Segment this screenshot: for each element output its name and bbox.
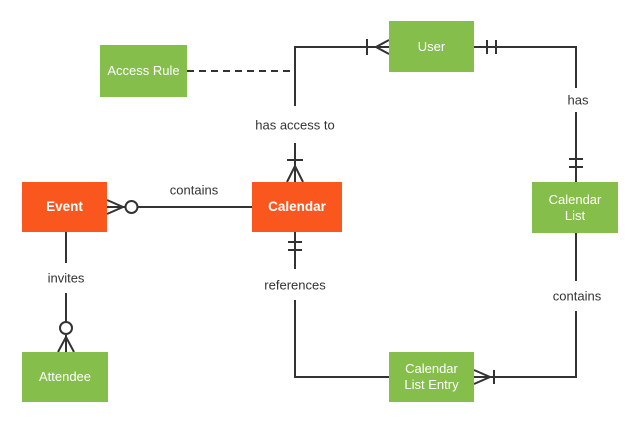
edge-label-invites: invites xyxy=(45,270,87,286)
entity-calendar-list-entry[interactable]: Calendar List Entry xyxy=(389,352,474,402)
entity-attendee[interactable]: Attendee xyxy=(22,352,108,402)
one-and-only-one-bars-at-user xyxy=(486,40,497,54)
zero-circle xyxy=(59,321,73,335)
edge-calendarlist-entry xyxy=(473,233,577,385)
edge-label-contains-list-entry: contains xyxy=(550,288,604,304)
edge-label-has-access-to: has access to xyxy=(253,117,337,133)
entity-access-rule[interactable]: Access Rule xyxy=(100,45,187,97)
entity-event[interactable]: Event xyxy=(22,182,107,232)
crow-foot-at-attendee xyxy=(57,334,75,353)
one-and-only-one-bars-at-list xyxy=(569,158,583,168)
crow-foot-at-user xyxy=(373,39,390,55)
zero-circle xyxy=(124,200,139,214)
edge-user-calendar xyxy=(286,39,390,183)
crow-foot-at-entry xyxy=(473,369,493,385)
edge-event-calendar xyxy=(106,199,252,215)
edge-user-calendarlist xyxy=(474,40,583,182)
entity-calendar[interactable]: Calendar xyxy=(252,182,342,232)
edge-label-references: references xyxy=(262,277,328,293)
one-and-only-one-bars xyxy=(288,241,302,251)
crow-foot-at-event xyxy=(106,199,126,215)
edge-label-has: has xyxy=(565,92,591,108)
entity-calendar-list[interactable]: Calendar List xyxy=(532,182,618,233)
entity-user[interactable]: User xyxy=(389,21,474,72)
edge-calendar-entry xyxy=(288,232,389,378)
edge-event-attendee xyxy=(57,232,75,353)
edge-label-contains-event-calendar: contains xyxy=(167,182,221,198)
crow-foot-at-calendar xyxy=(286,163,304,183)
